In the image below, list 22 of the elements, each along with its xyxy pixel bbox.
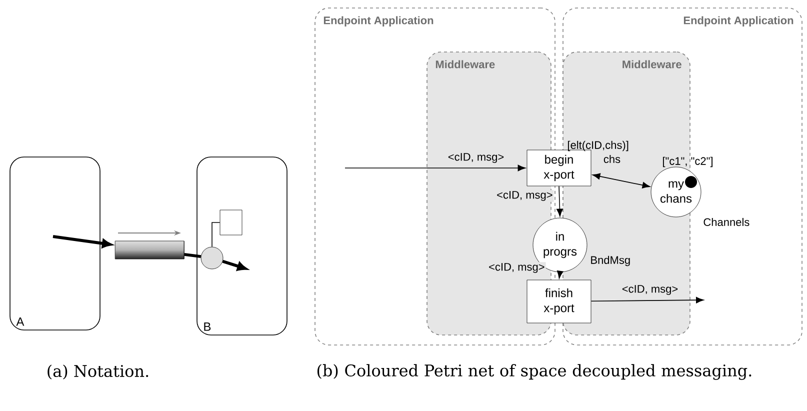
transition-box: finish x-port xyxy=(526,280,592,324)
edge-label: <cID, msg> xyxy=(496,190,554,202)
edge-label: <cID, msg> xyxy=(620,284,680,296)
arrow xyxy=(592,173,650,188)
edge-label: <cID, msg> xyxy=(488,262,546,274)
arrow xyxy=(556,186,563,217)
place-label: BndMsg xyxy=(591,256,630,266)
component-box: B xyxy=(196,156,288,336)
place-label: [elt(cID,chs)] xyxy=(568,140,628,152)
place-label: ["c1", "c2"] xyxy=(662,156,712,168)
arrow xyxy=(556,270,564,279)
arrow xyxy=(344,164,526,172)
edge-label: <cID, msg> xyxy=(446,152,506,164)
arrow xyxy=(222,260,247,271)
place-label: Channels xyxy=(704,218,750,226)
figure-caption: (b) Coloured Petri net of space decoupled messaging. xyxy=(317,364,752,380)
component-box: A xyxy=(10,156,100,330)
arrow xyxy=(590,296,704,304)
figure-caption: (a) Notation. xyxy=(48,364,148,380)
square-box xyxy=(220,210,242,236)
pipe-cylinder xyxy=(114,240,184,260)
place-circle xyxy=(200,246,224,270)
